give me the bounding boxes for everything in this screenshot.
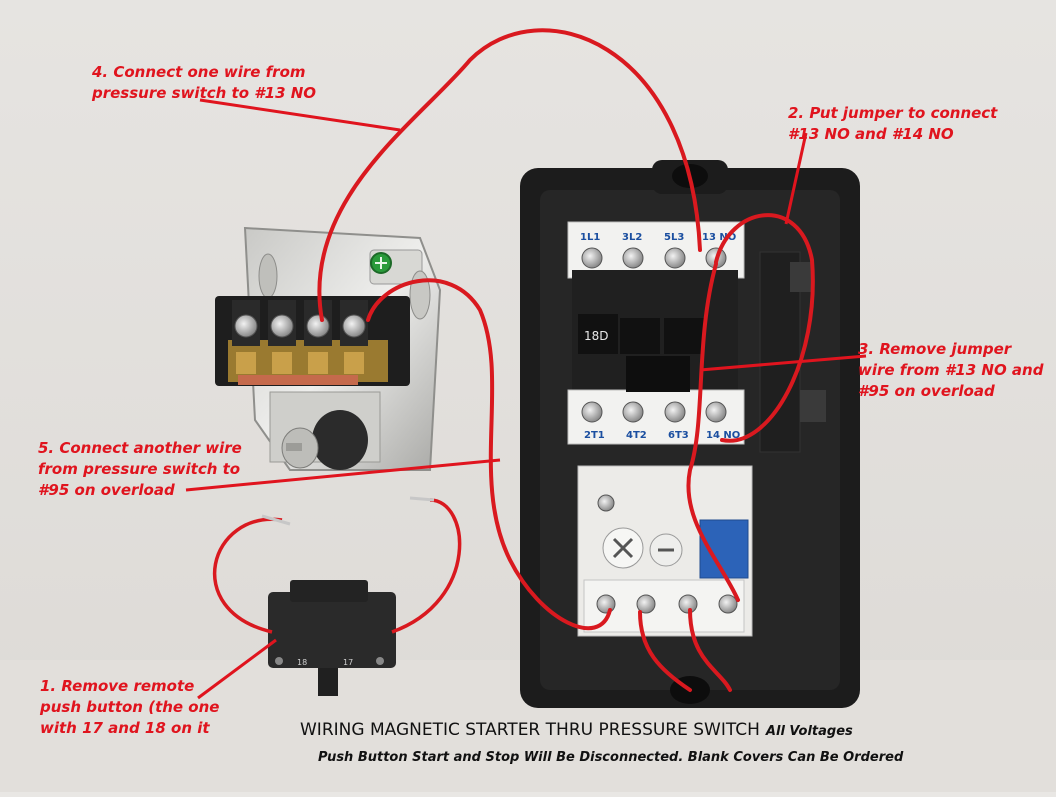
annotation-step2-line1: 2. Put jumper to connect	[788, 104, 998, 122]
annotation-step4-line2: pressure switch to #13 NO	[92, 84, 317, 102]
terminal-6t3-label: 6T3	[668, 430, 689, 441]
annotation-step2: 2. Put jumper to connect #13 NO and #14 …	[788, 103, 997, 145]
push-button-terminal-17: 17	[343, 658, 353, 667]
pressure-switch	[215, 226, 442, 471]
terminal-4t2-label: 4T2	[626, 430, 647, 441]
annotation-step3-line3: #95 on overload	[858, 382, 995, 400]
annotation-step2-line2: #13 NO and #14 NO	[788, 125, 954, 143]
caption-title-text: WIRING MAGNETIC STARTER THRU PRESSURE SW…	[300, 720, 760, 740]
annotation-step4-line1: 4. Connect one wire from	[92, 63, 306, 81]
push-button-terminal-18: 18	[297, 658, 307, 667]
annotation-step3-line2: wire from #13 NO and	[858, 361, 1044, 379]
pointer-step3	[699, 354, 867, 372]
annotation-step1-line3: with 17 and 18 on it	[40, 719, 210, 737]
annotation-step1-line1: 1. Remove remote	[40, 677, 195, 695]
annotation-pointers	[185, 98, 867, 700]
caption-title: WIRING MAGNETIC STARTER THRU PRESSURE SW…	[300, 720, 853, 740]
caption-subtitle: Push Button Start and Stop Will Be Disco…	[318, 750, 904, 765]
annotation-step5-line3: #95 on overload	[38, 481, 175, 499]
pointer-step5	[185, 458, 501, 492]
terminal-5l3-label: 5L3	[664, 232, 684, 243]
push-button-wire-right	[391, 498, 462, 634]
terminal-3l2-label: 3L2	[622, 232, 642, 243]
remote-push-button: 18 17	[268, 580, 396, 696]
overload-relay	[577, 465, 753, 637]
annotation-step5-line2: from pressure switch to	[38, 460, 241, 478]
annotation-step4: 4. Connect one wire from pressure switch…	[92, 62, 316, 104]
annotation-step3-line1: 3. Remove jumper	[858, 340, 1012, 358]
contactor-model-label: 18D	[584, 329, 609, 343]
caption-title-suffix: All Voltages	[765, 724, 853, 739]
pointer-step1	[197, 638, 277, 700]
annotation-step1-line2: push button (the one	[40, 698, 220, 716]
terminal-2t1-label: 2T1	[584, 430, 605, 441]
annotation-step3: 3. Remove jumper wire from #13 NO and #9…	[858, 339, 1043, 402]
annotation-step1: 1. Remove remote push button (the one wi…	[40, 676, 219, 739]
red-wires	[317, 28, 815, 692]
terminal-13no-label: 13 NO	[702, 232, 736, 243]
terminal-1l1-label: 1L1	[580, 232, 600, 243]
push-button-wire-left	[213, 517, 283, 634]
pointer-step4	[199, 98, 401, 132]
annotation-step5: 5. Connect another wire from pressure sw…	[38, 438, 242, 501]
terminal-14no-label: 14 NO	[706, 430, 740, 441]
annotation-step5-line1: 5. Connect another wire	[38, 439, 242, 457]
pointer-step2	[784, 132, 808, 225]
